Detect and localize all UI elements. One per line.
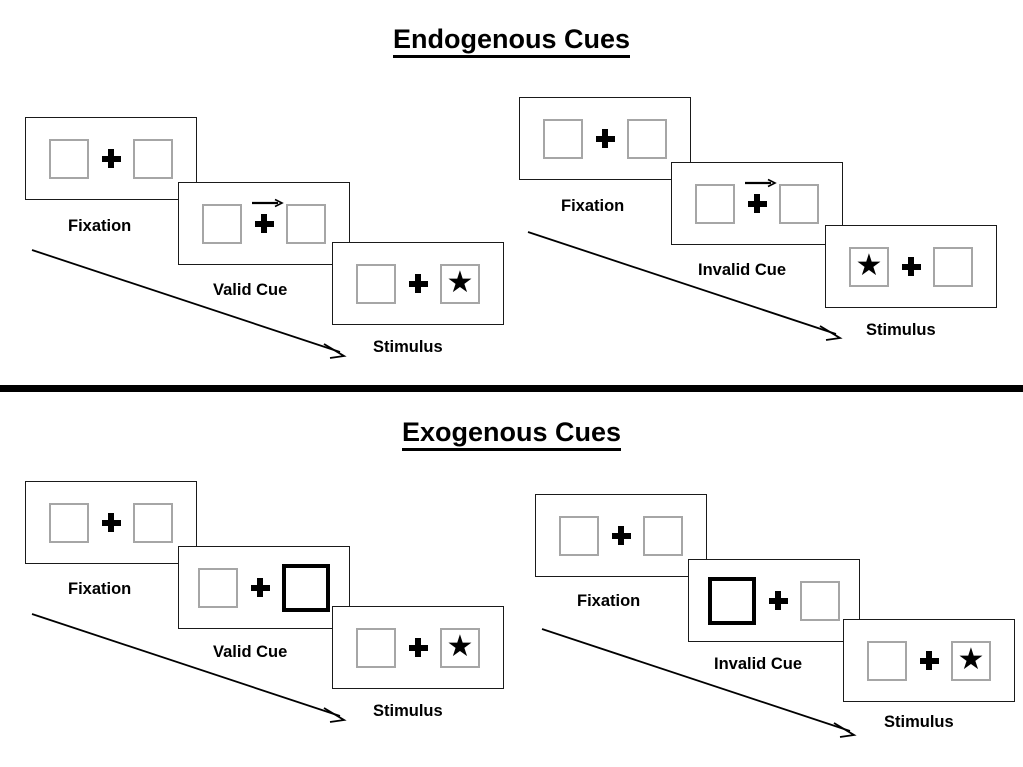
- trial-panel-exogenous-invalid-fixation: [535, 494, 707, 577]
- target-box-left-cued: [708, 576, 756, 625]
- target-box-left: [543, 118, 583, 159]
- section-divider: [0, 385, 1023, 392]
- panel-caption-endogenous-invalid-stimulus: Stimulus: [866, 321, 936, 339]
- star-stimulus-icon: ★: [855, 248, 883, 282]
- cue-arrow-icon: [745, 178, 777, 188]
- fixation-cross-icon: [583, 129, 627, 148]
- trial-panel-exogenous-invalid-cue: [688, 559, 860, 642]
- fixation-cross-icon: [735, 178, 779, 213]
- fixation-cross-icon: [756, 591, 800, 610]
- target-box-left: ★: [849, 246, 889, 287]
- trial-panel-endogenous-valid-fixation: [25, 117, 197, 200]
- star-stimulus-icon: ★: [957, 642, 985, 676]
- fixation-cross-icon: [907, 651, 951, 670]
- target-box-right: [800, 580, 840, 621]
- star-stimulus-icon: ★: [446, 265, 474, 299]
- panel-caption-exogenous-invalid-cue: Invalid Cue: [714, 655, 803, 673]
- fixation-cross-icon: [396, 274, 440, 293]
- target-box-left: [695, 183, 735, 224]
- section-title-exogenous: Exogenous Cues: [0, 417, 1023, 451]
- target-box-left: [867, 640, 907, 681]
- target-box-left: [198, 567, 238, 608]
- trial-panel-endogenous-invalid-stimulus: ★: [825, 225, 997, 308]
- target-box-right: [643, 515, 683, 556]
- target-box-left: [202, 203, 242, 244]
- fixation-cross-icon: [89, 149, 133, 168]
- trial-panel-endogenous-valid-cue: [178, 182, 350, 265]
- panel-caption-endogenous-invalid-fixation: Fixation: [561, 197, 625, 215]
- panel-caption-endogenous-valid-cue: Valid Cue: [213, 281, 288, 299]
- fixation-cross-icon: [238, 578, 282, 597]
- target-box-right: [133, 502, 173, 543]
- trial-panel-exogenous-valid-cue: [178, 546, 350, 629]
- target-box-right: ★: [951, 640, 991, 681]
- target-box-right: [286, 203, 326, 244]
- target-box-left: [356, 627, 396, 668]
- target-box-left: [49, 138, 89, 179]
- target-box-right: [133, 138, 173, 179]
- timeline-arrow-exogenous-invalid: [541, 628, 857, 738]
- target-box-left: [49, 502, 89, 543]
- target-box-right: ★: [440, 627, 480, 668]
- section-title-endogenous-text: Endogenous Cues: [392, 24, 630, 58]
- target-box-right-cued: [282, 563, 330, 612]
- trial-panel-exogenous-valid-fixation: [25, 481, 197, 564]
- panel-caption-endogenous-valid-stimulus: Stimulus: [373, 338, 443, 356]
- target-box-right: [627, 118, 667, 159]
- cue-arrow-icon: [252, 198, 284, 208]
- fixation-cross-icon: [242, 198, 286, 233]
- panel-caption-exogenous-valid-cue: Valid Cue: [213, 643, 288, 661]
- section-title-exogenous-text: Exogenous Cues: [401, 417, 622, 451]
- panel-caption-exogenous-valid-stimulus: Stimulus: [373, 702, 443, 720]
- fixation-cross-icon: [889, 257, 933, 276]
- section-title-endogenous: Endogenous Cues: [0, 24, 1023, 58]
- trial-panel-endogenous-invalid-fixation: [519, 97, 691, 180]
- trial-panel-exogenous-valid-stimulus: ★: [332, 606, 504, 689]
- trial-panel-exogenous-invalid-stimulus: ★: [843, 619, 1015, 702]
- target-box-right: [779, 183, 819, 224]
- trial-panel-endogenous-invalid-cue: [671, 162, 843, 245]
- target-box-right: [933, 246, 973, 287]
- timeline-arrow-endogenous-invalid: [527, 231, 843, 341]
- target-box-left: [559, 515, 599, 556]
- fixation-cross-icon: [396, 638, 440, 657]
- panel-caption-exogenous-invalid-fixation: Fixation: [577, 592, 641, 610]
- target-box-right: ★: [440, 263, 480, 304]
- panel-caption-endogenous-invalid-cue: Invalid Cue: [698, 261, 787, 279]
- panel-caption-exogenous-valid-fixation: Fixation: [68, 580, 132, 598]
- fixation-cross-icon: [89, 513, 133, 532]
- fixation-cross-icon: [599, 526, 643, 545]
- panel-caption-exogenous-invalid-stimulus: Stimulus: [884, 713, 954, 731]
- trial-panel-endogenous-valid-stimulus: ★: [332, 242, 504, 325]
- panel-caption-endogenous-valid-fixation: Fixation: [68, 217, 132, 235]
- target-box-left: [356, 263, 396, 304]
- star-stimulus-icon: ★: [446, 629, 474, 663]
